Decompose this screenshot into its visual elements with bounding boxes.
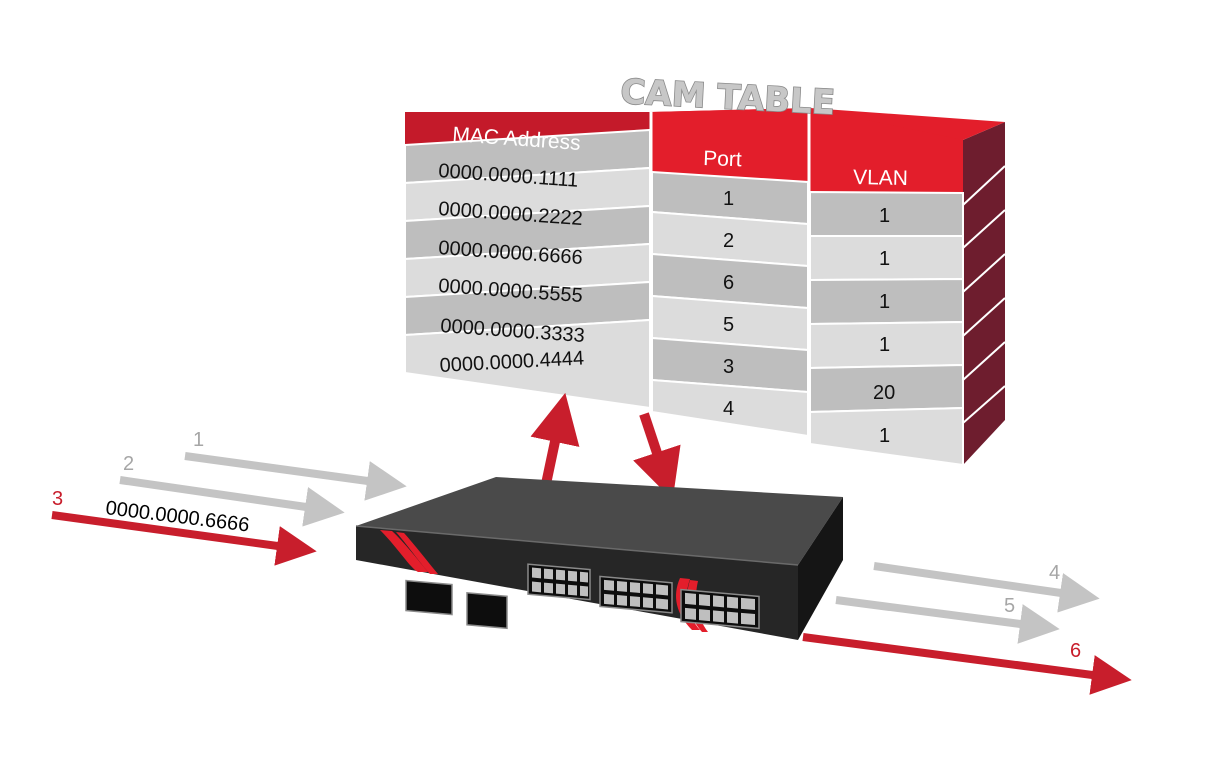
egress-label-5: 5 [1004,595,1015,617]
header-port: Port [703,147,742,171]
cam-table-side [963,122,1005,465]
learn-arrow-up [530,392,580,486]
lookup-arrow-down [633,412,681,500]
sfp-port-block-1 [405,579,453,616]
mac-column [404,112,651,410]
switch-left-swoosh [380,530,428,572]
ingress-arrow-3 [51,511,317,566]
egress-label-4: 4 [1049,562,1060,584]
port-cell-6: 4 [723,398,734,420]
vlan-cell-5: 20 [873,382,895,404]
switch-top [356,477,843,565]
cam-table: CAM TABLE MAC Address Port VLAN 0000.000… [404,71,1006,467]
rj45-port-group-3 [680,588,760,630]
ingress-arrow-1 [184,452,407,501]
port-cell-4: 5 [723,314,734,336]
port-cell-1: 1 [723,188,734,210]
vlan-cell-3: 1 [879,291,890,313]
port-cell-3: 6 [723,272,734,294]
egress-arrow-5 [835,596,1060,644]
egress-arrow-6 [802,633,1132,695]
port-cell-5: 3 [723,356,734,378]
ingress-label-1: 1 [193,429,204,451]
vlan-cell-2: 1 [879,248,890,270]
cam-table-side-lines [962,165,1006,424]
vlan-cell-6: 1 [879,425,890,447]
header-vlan: VLAN [853,166,908,190]
ingress-label-3: 3 [52,488,63,510]
vlan-column [809,108,964,467]
switch-right-side [798,497,843,640]
vlan-cell-1: 1 [879,205,890,227]
sfp-port-block-2 [466,592,508,630]
rj45-port-group-2 [599,575,673,614]
port-cell-2: 2 [723,230,734,252]
vlan-cell-4: 1 [879,334,890,356]
network-switch [355,477,843,640]
ingress-arrow-2 [119,476,345,527]
ingress-label-2: 2 [123,453,134,475]
rj45-port-group-1 [527,563,591,601]
egress-arrow-4 [873,562,1100,613]
egress-label-6: 6 [1070,640,1081,662]
